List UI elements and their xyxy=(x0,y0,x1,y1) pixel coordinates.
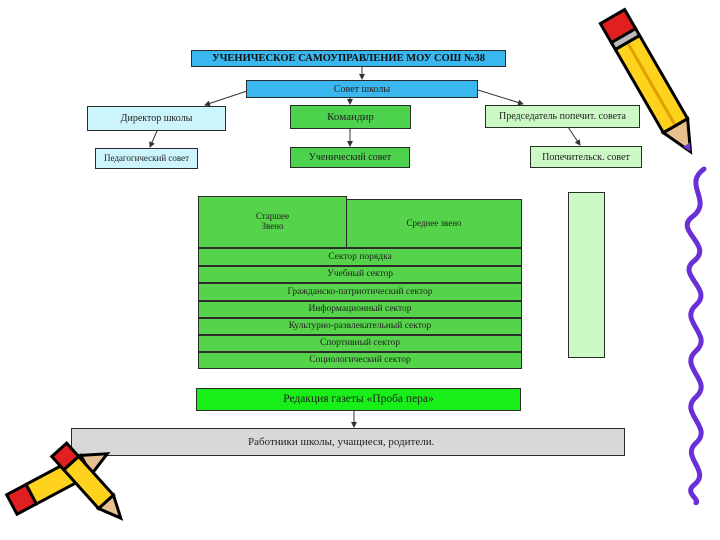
school-council-box: Совет школы xyxy=(246,80,478,98)
audience-box: Работники школы, учащиеся, родители. xyxy=(71,428,625,456)
newspaper-text: Редакция газеты «Проба пера» xyxy=(283,393,434,406)
student-council-box: Ученический совет xyxy=(290,147,410,168)
sector-label: Учебный сектор xyxy=(326,269,394,280)
sector-row: Сектор порядка xyxy=(198,248,522,266)
arrow-council-director xyxy=(204,89,251,107)
arrow-trustee-council xyxy=(567,126,581,146)
sector-label: Гражданско-патриотический сектор xyxy=(287,286,433,297)
trustee-council-box: Попечительск. совет xyxy=(530,146,642,168)
trustee-chair-box: Председатель попечит. совета xyxy=(485,105,640,128)
sector-row: Учебный сектор xyxy=(198,266,522,283)
school-council-text: Совет школы xyxy=(333,83,391,95)
sector-row: Информационный сектор xyxy=(198,301,522,318)
audience-text: Работники школы, учащиеся, родители. xyxy=(248,435,435,448)
sector-label: Сектор порядка xyxy=(328,251,392,262)
sector-label: Информационный сектор xyxy=(308,304,412,315)
director-box: Директор школы xyxy=(87,106,226,131)
sector-row: Спортивный сектор xyxy=(198,335,522,352)
newspaper-box: Редакция газеты «Проба пера» xyxy=(196,388,521,411)
sector-row: Гражданско-патриотический сектор xyxy=(198,283,522,301)
squiggle-line xyxy=(684,166,707,505)
trustee-column-box xyxy=(568,192,605,358)
trustee-council-text: Попечительск. совет xyxy=(542,151,630,163)
title-text: УЧЕНИЧЕСКОЕ САМОУПРАВЛЕНИЕ МОУ СОШ №38 xyxy=(211,52,485,64)
sector-label: Культурно-развлекательный сектор xyxy=(288,321,432,332)
arrow-council-trustee xyxy=(477,89,524,106)
teachers-council-text: Педагогический совет xyxy=(103,152,190,163)
student-council-text: Ученический совет xyxy=(308,152,392,163)
pencil-icon xyxy=(49,441,124,521)
pencil-icon xyxy=(598,7,693,155)
commander-text: Командир xyxy=(327,110,374,123)
title-box: УЧЕНИЧЕСКОЕ САМОУПРАВЛЕНИЕ МОУ СОШ №38 xyxy=(191,50,506,67)
trustee-chair-text: Председатель попечит. совета xyxy=(499,111,626,122)
sector-row: Культурно-развлекательный сектор xyxy=(198,318,522,335)
sector-label: Спортивный сектор xyxy=(319,338,400,349)
senior-level-text: Старшее Звено xyxy=(255,211,290,231)
middle-level-text: Среднее звено xyxy=(406,217,462,228)
sector-row: Социологический сектор xyxy=(198,352,522,369)
commander-box: Командир xyxy=(290,105,411,129)
senior-level-box: Старшее Звено xyxy=(198,196,347,248)
arrow-director-teachers xyxy=(149,130,158,148)
middle-level-box: Среднее звено xyxy=(346,199,522,248)
teachers-council-box: Педагогический совет xyxy=(95,148,198,169)
director-text: Директор школы xyxy=(120,113,193,124)
sector-label: Социологический сектор xyxy=(309,355,411,366)
